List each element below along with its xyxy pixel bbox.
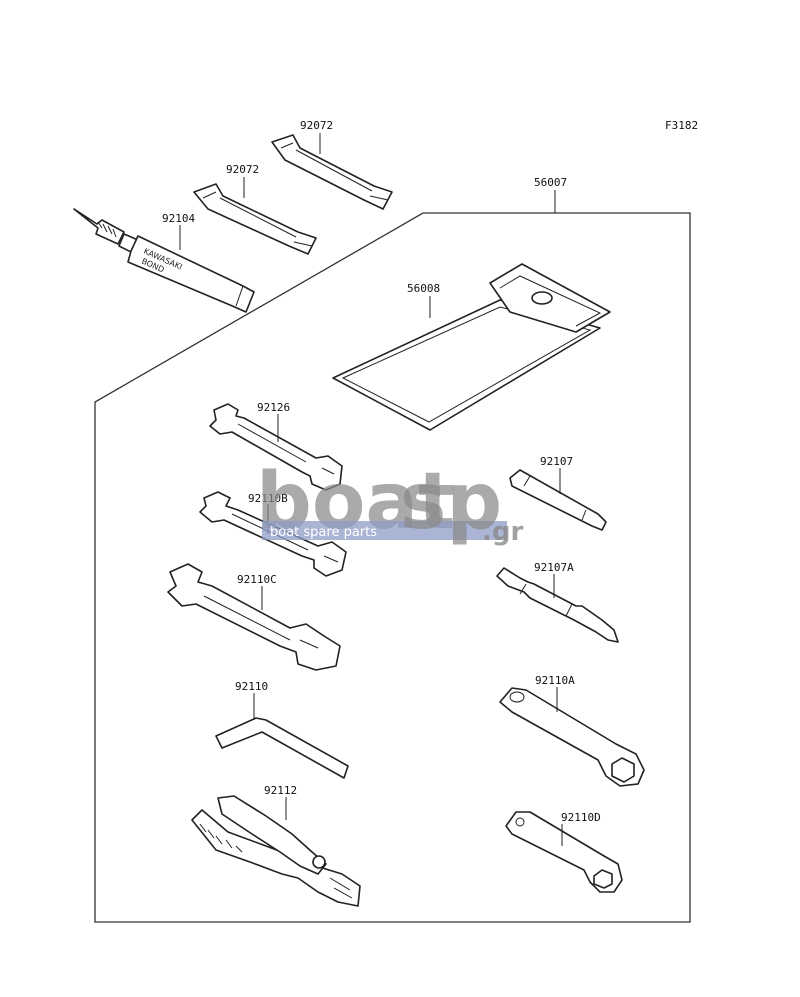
open-end-wrench-92126 <box>209 403 343 491</box>
bond-tube <box>73 208 255 313</box>
hex-key <box>215 693 349 779</box>
part-label-92110a: 92110A <box>535 674 575 687</box>
figure-code: F3182 <box>665 119 698 132</box>
pliers <box>191 795 361 907</box>
screwdriver-bit <box>509 468 607 531</box>
part-label-92110c: 92110C <box>237 573 277 586</box>
watermark-brand-right: sp <box>400 457 502 547</box>
part-label-92072-lower: 92072 <box>226 163 259 176</box>
watermark-tagline: boat spare parts <box>270 525 377 540</box>
part-label-92112: 92112 <box>264 784 297 797</box>
part-label-92110b: 92110B <box>248 492 288 505</box>
tool-pouch <box>332 263 611 431</box>
rubber-band-upper <box>271 133 393 210</box>
part-label-92107a: 92107A <box>534 561 574 574</box>
open-end-wrench-92110c <box>167 563 341 671</box>
watermark-logo: boat sp .gr boat spare parts <box>256 457 523 547</box>
screwdriver-handle <box>496 567 619 643</box>
part-label-92072-upper: 92072 <box>300 119 333 132</box>
part-label-92110: 92110 <box>235 680 268 693</box>
rubber-band-lower <box>193 177 317 255</box>
part-label-56008: 56008 <box>407 282 440 295</box>
watermark-band <box>262 521 507 540</box>
tool-kit-outline <box>94 212 691 923</box>
plug-wrench-large <box>499 687 645 787</box>
part-label-92107: 92107 <box>540 455 573 468</box>
part-label-56007: 56007 <box>534 176 567 189</box>
watermark-suffix: .gr <box>482 517 523 547</box>
part-label-92126: 92126 <box>257 401 290 414</box>
part-label-92110d: 92110D <box>561 811 601 824</box>
part-label-92104: 92104 <box>162 212 195 225</box>
plug-wrench-small <box>505 811 623 893</box>
